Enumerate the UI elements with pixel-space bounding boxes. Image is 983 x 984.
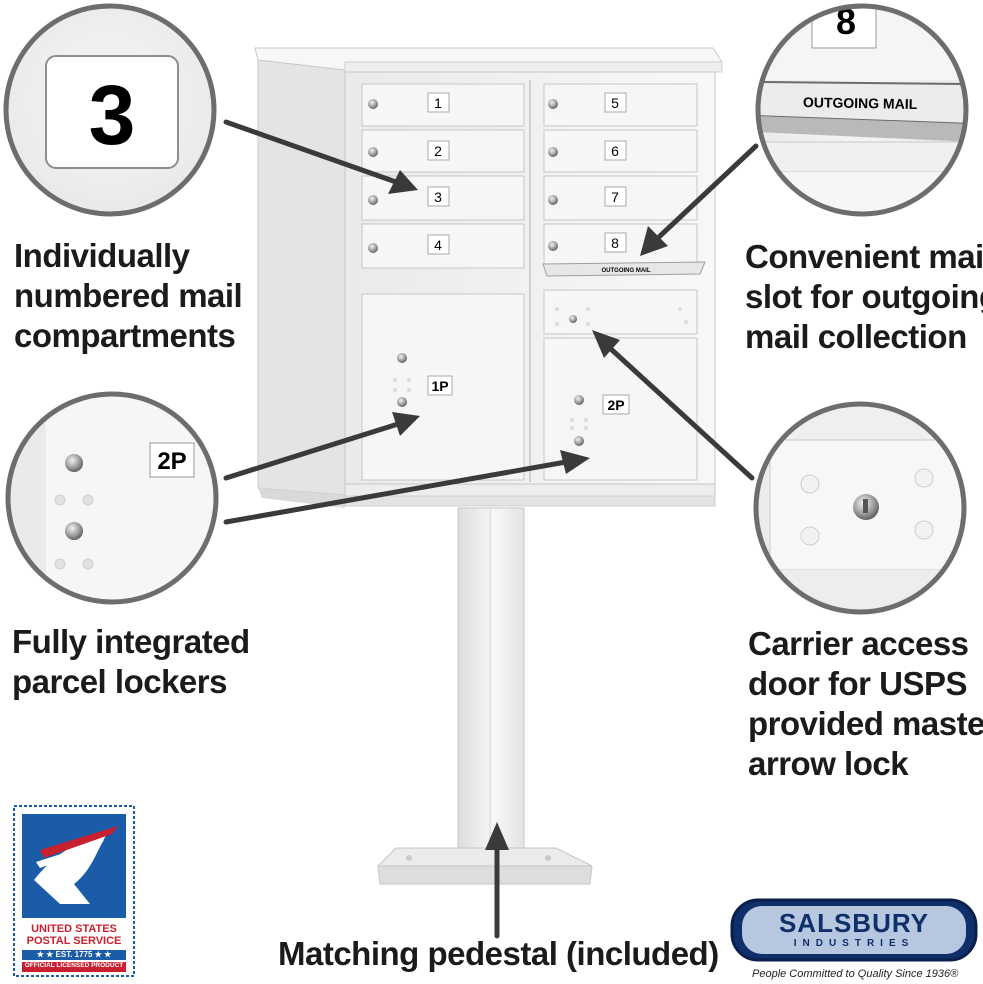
zoom-circle-outgoing-slot: 8 OUTGOING MAIL [755, 1, 969, 217]
pedestal [376, 507, 593, 885]
usps-line1: UNITED STATES [31, 923, 117, 935]
door-number: 3 [434, 189, 442, 205]
door-number: 5 [611, 95, 619, 111]
zoomed-door-number: 8 [836, 1, 856, 42]
salsbury-logo [730, 898, 978, 962]
usps-line2: POSTAL SERVICE [26, 935, 122, 947]
carrier-access-door [543, 289, 698, 335]
caption-parcel-lockers: Fully integrated parcel lockers [12, 623, 250, 700]
compartment-doors-left: 1 2 3 4 [361, 83, 525, 269]
caption-carrier-door: Carrier access door for USPS provided ma… [748, 625, 983, 782]
usps-est: ★ ★ EST. 1775 ★ ★ [36, 950, 112, 959]
door-number: 8 [611, 235, 619, 251]
door-number: 1 [434, 95, 442, 111]
caption-outgoing-slot: Convenient mail slot for outgoing mail c… [745, 238, 983, 355]
zoom-circle-carrier-lock [753, 401, 967, 615]
salsbury-tagline: People Committed to Quality Since 1936® [752, 968, 959, 980]
zoomed-slot-label: OUTGOING MAIL [803, 94, 918, 112]
zoomed-parcel-label: 2P [157, 448, 186, 475]
zoomed-number: 3 [89, 68, 136, 162]
usps-licensed: OFFICIAL LICENSED PRODUCT [24, 962, 124, 969]
caption-compartments: Individually numbered mail compartments [14, 237, 243, 354]
door-number: 2 [434, 143, 442, 159]
door-number: 6 [611, 143, 619, 159]
zoom-circle-compartment-number: 3 [3, 3, 217, 217]
parcel-label: 2P [607, 397, 624, 413]
salsbury-name: SALSBURY [778, 908, 930, 938]
usps-licensed-logo [13, 805, 135, 977]
parcel-lockers: 1P 2P [361, 293, 698, 481]
parcel-label: 1P [431, 378, 448, 394]
outgoing-mail-slot: OUTGOING MAIL [542, 261, 706, 277]
zoom-circle-parcel-locker: 2P [5, 391, 219, 605]
callout-arrows [223, 119, 759, 939]
door-number: 7 [611, 189, 619, 205]
salsbury-sub: INDUSTRIES [793, 938, 915, 949]
door-number: 4 [434, 237, 442, 253]
caption-pedestal: Matching pedestal (included) [278, 935, 719, 972]
compartment-doors-right: 5 6 7 8 [543, 83, 698, 265]
mailbox-unit: 1 2 3 4 5 6 7 8 OUTGOING MAIL [254, 47, 723, 508]
slot-label: OUTGOING MAIL [602, 268, 651, 274]
